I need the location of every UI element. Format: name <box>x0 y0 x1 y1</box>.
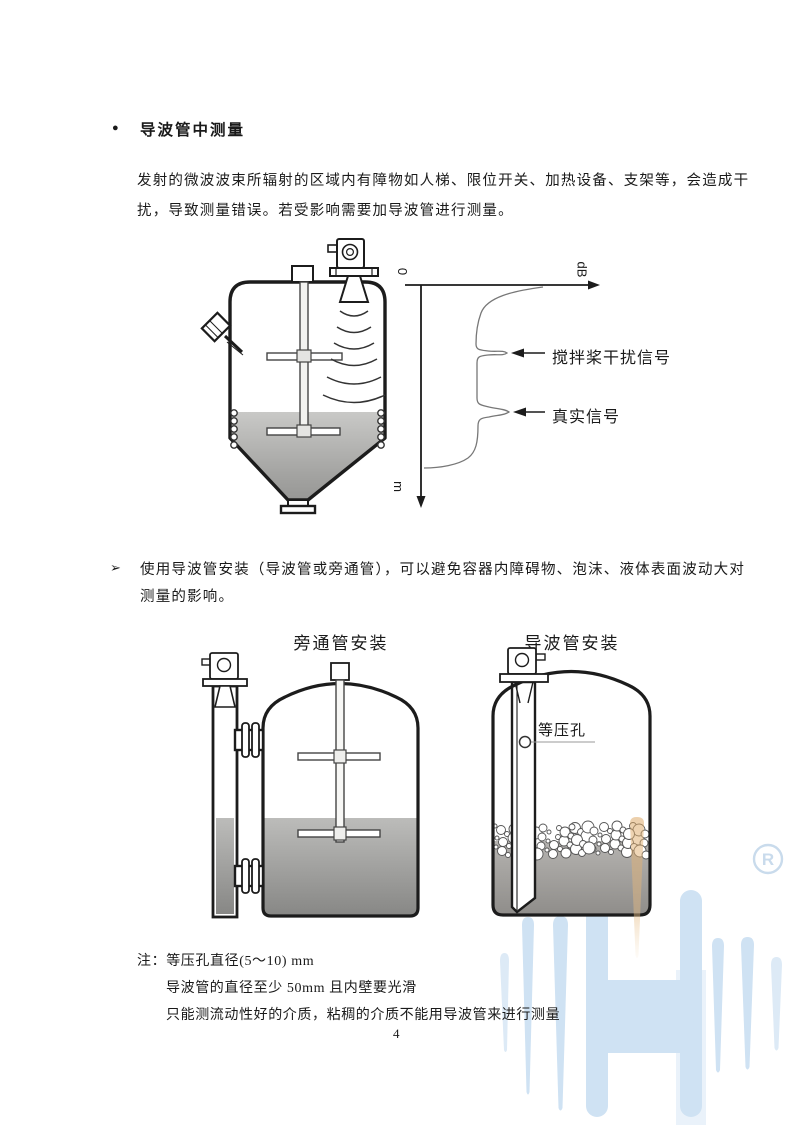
note-line: 只能测流动性好的介质，粘稠的介质不能用导波管来进行测量 <box>166 1008 561 1023</box>
waveguide-install-title: 导波管安装 <box>524 634 620 653</box>
note-line: 注：等压孔直径(5～10) mm <box>137 954 315 969</box>
radar-waves-icon <box>322 310 386 404</box>
chart-m-label: m <box>390 481 406 492</box>
watermark-h-crossbar <box>594 980 694 1053</box>
page-number: 4 <box>393 1026 400 1041</box>
upper-connection <box>233 722 265 758</box>
figure-bypass-install <box>201 652 420 919</box>
waveguide-tube <box>510 680 537 914</box>
radar-sensor-icon <box>327 238 379 303</box>
tank1-side-nozzle <box>200 311 244 356</box>
section2-paragraph: 使用导波管安装（导波管或旁通管），可以避免容器内障碍物、泡沫、液体表面波动大对 … <box>140 557 745 611</box>
annotation2-arrowhead-icon <box>513 407 526 417</box>
tank1-agitator <box>266 265 343 438</box>
paragraph-line: 使用导波管安装（导波管或旁通管），可以避免容器内障碍物、泡沫、液体表面波动大对 <box>140 562 746 578</box>
watermark-bar <box>741 937 754 1070</box>
pressure-hole-label: 等压孔 <box>538 723 587 739</box>
notes-block: 注：等压孔直径(5～10) mm 导波管的直径至少 50mm 且内壁要光滑 只能… <box>137 948 560 1029</box>
watermark-bar <box>771 957 782 1051</box>
note-line: 导波管的直径至少 50mm 且内壁要光滑 <box>166 981 417 996</box>
foam-bubbles <box>493 820 650 861</box>
tank1-bottom-nozzle <box>279 499 317 515</box>
tank3-outline <box>491 669 652 917</box>
section1-bullet-icon: ● <box>112 122 119 134</box>
watermark-bar <box>712 938 724 1073</box>
section2-bullet-icon: ➢ <box>110 560 121 575</box>
tank2-agitator <box>297 662 381 843</box>
paragraph-line: 扰，导致测量错误。若受影响需要加导波管进行测量。 <box>137 203 514 219</box>
radar-sensor-icon <box>499 647 549 704</box>
paragraph-line: 测量的影响。 <box>140 589 235 605</box>
figure-waveguide-install <box>491 647 652 917</box>
annotation1-arrowhead-icon <box>511 348 524 358</box>
chart-y-arrow-icon <box>416 496 426 508</box>
chart-origin-label: 0 <box>395 267 411 276</box>
registered-mark-icon: R <box>752 843 784 875</box>
bypass-pipe-liquid <box>216 818 234 914</box>
echo-curve <box>423 286 544 469</box>
section1-paragraph: 发射的微波波束所辐射的区域内有障物如人梯、限位开关、加热设备、支架等，会造成干 … <box>137 166 749 226</box>
interference-signal-label: 搅拌桨干扰信号 <box>552 350 672 367</box>
section1-heading: 导波管中测量 <box>140 122 246 139</box>
svg-text:R: R <box>762 850 774 869</box>
tank2-outline <box>261 682 420 918</box>
tank1-side-bolts <box>230 409 385 449</box>
radar-sensor-icon <box>201 652 248 708</box>
bypass-install-title: 旁通管安装 <box>293 634 389 653</box>
true-signal-label: 真实信号 <box>552 409 621 426</box>
pressure-hole <box>518 735 532 749</box>
echo-curve-chart <box>405 280 600 508</box>
paragraph-line: 发射的微波波束所辐射的区域内有障物如人梯、限位开关、加热设备、支架等，会造成干 <box>137 173 750 189</box>
figure-tank-agitator <box>200 238 387 515</box>
lower-connection <box>233 858 265 894</box>
chart-x-arrow-icon <box>588 280 600 290</box>
watermark-faint-bar <box>676 970 706 1125</box>
chart-db-label: dB <box>574 261 590 278</box>
